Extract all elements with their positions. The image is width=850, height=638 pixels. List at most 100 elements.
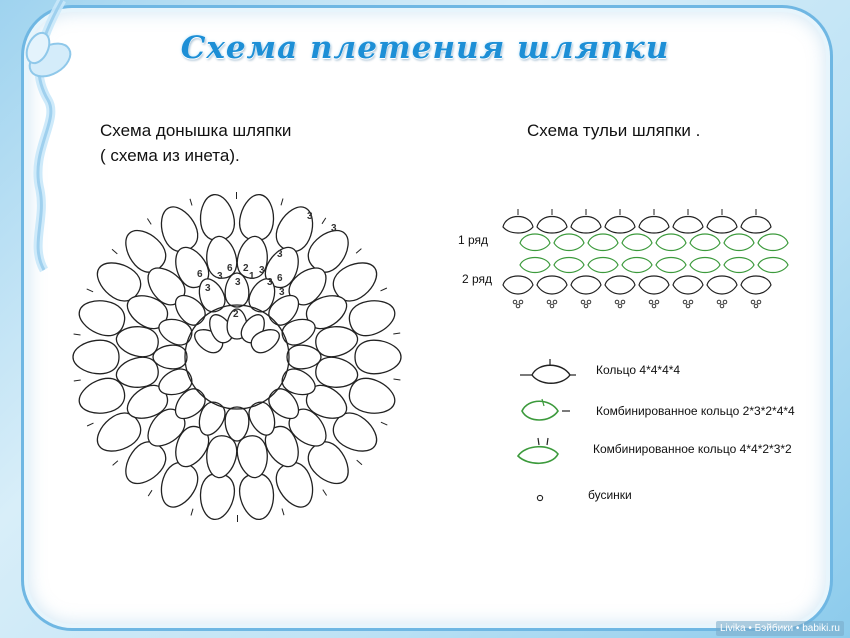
crown-scheme-caption: Схема донышка шляпки ( схема из инета).	[100, 118, 291, 168]
doily-inner-ring	[174, 294, 206, 326]
band-top-ring	[570, 215, 602, 234]
doily-rings	[72, 192, 402, 522]
legend-label-combined-ring-1: Комбинированное кольцо 2*3*2*4*4	[596, 404, 795, 418]
band-green-ring-upper	[519, 233, 551, 252]
doily-outer-ring	[348, 377, 396, 414]
band-bead	[654, 299, 660, 305]
doily-outer-ring	[307, 230, 349, 273]
doily-outer-ring	[96, 412, 142, 452]
doily-picot	[73, 333, 81, 336]
band-bead	[756, 299, 762, 305]
row-2-label: 2 ряд	[462, 272, 493, 286]
doily-number-label: 1	[249, 271, 255, 282]
band-green-rings	[519, 233, 789, 274]
doily-middle-ring	[305, 295, 348, 330]
doily-middle-ring	[236, 235, 268, 279]
combined-ring-green-icon	[521, 398, 570, 421]
band-bead	[549, 303, 555, 309]
doily-number-label: 6	[197, 269, 203, 280]
legend-label-ring: Кольцо 4*4*4*4	[596, 363, 681, 377]
band-bottom-ring	[638, 275, 670, 295]
doily-outer-ring	[78, 377, 126, 414]
band-top-ring	[638, 215, 670, 234]
doily-outer-ring	[96, 262, 142, 302]
doily-number-label: 6	[277, 273, 283, 284]
doily-picot	[146, 218, 152, 225]
band-bottom-ring	[604, 275, 636, 295]
doily-picot	[380, 287, 388, 292]
doily-inner-ring	[198, 278, 226, 313]
band-green-ring-upper	[757, 233, 789, 252]
doily-number-label: 2	[243, 263, 249, 274]
doily-inner-ring	[281, 368, 316, 396]
band-top-ring	[706, 215, 738, 234]
doily-edge-label: 3	[307, 211, 313, 222]
doily-number-label: 3	[235, 277, 241, 288]
doily-number-label: 3	[259, 265, 265, 276]
legend-label-bead: бусинки	[588, 488, 632, 502]
doily-picot	[322, 489, 328, 496]
doily-number-label: 3	[217, 271, 223, 282]
doily-middle-ring	[206, 435, 238, 479]
doily-picot	[321, 217, 327, 225]
doily-inner-ring	[224, 272, 250, 308]
doily-outer-ring	[307, 441, 349, 484]
band-bead	[682, 299, 688, 305]
doily-middle-ring	[147, 267, 186, 306]
doily-middle-ring	[288, 408, 327, 447]
band-bead	[583, 303, 589, 309]
band-green-ring-upper	[689, 233, 721, 252]
band-bead	[580, 299, 586, 305]
doily-picot	[190, 508, 194, 516]
doily-outer-ring	[199, 473, 236, 520]
doily-picot	[280, 198, 284, 206]
doily-inner-ring	[248, 401, 276, 436]
doily-picot	[86, 288, 94, 293]
band-green-ring-lower	[587, 256, 619, 274]
doily-outer-ring	[78, 300, 126, 337]
band-bottom-rings	[502, 275, 772, 309]
doily-edge-label: 3	[277, 249, 283, 260]
band-green-ring-lower	[519, 256, 551, 274]
crown-caption-line2: ( схема из инета).	[100, 146, 240, 165]
band-bottom-ring	[706, 275, 738, 295]
doily-middle-ring	[126, 295, 169, 330]
doily-outer-ring	[199, 194, 236, 241]
doily-inner-ring	[174, 388, 206, 420]
doily-center-ring	[250, 329, 280, 354]
band-green-ring-lower	[723, 256, 755, 274]
band-bead	[685, 303, 691, 309]
doily-outer-ring	[238, 194, 275, 241]
band-top-ring	[536, 215, 568, 234]
band-bead	[518, 299, 524, 305]
doily-inner-ring	[152, 344, 188, 370]
doily-outer-ring	[275, 461, 314, 508]
doily-picot	[189, 198, 193, 206]
band-bead	[546, 299, 552, 305]
doily-inner-ring	[286, 344, 322, 370]
doily-picot	[73, 379, 81, 382]
band-scheme-caption: Схема тульи шляпки .	[527, 121, 701, 140]
doily-picot	[112, 460, 119, 466]
page-title: Схема плетения шляпки	[180, 30, 670, 66]
band-bottom-ring	[672, 275, 704, 295]
doily-outer-ring	[238, 473, 275, 520]
band-bottom-ring	[570, 275, 602, 295]
band-green-ring-upper	[553, 233, 585, 252]
legend-label-combined-ring-2: Комбинированное кольцо 4*4*2*3*2	[593, 442, 792, 456]
band-bottom-ring	[502, 275, 534, 295]
doily-middle-ring	[126, 384, 169, 419]
band-top-ring	[502, 215, 534, 234]
doily-inner-ring	[268, 294, 300, 326]
doily-outer-ring	[125, 441, 167, 484]
band-bottom-ring	[740, 275, 772, 295]
doily-inner-ring	[198, 401, 226, 436]
band-bead	[688, 299, 694, 305]
doily-inner-ring	[158, 368, 193, 396]
band-bead	[614, 299, 620, 305]
doily-number-label: 3	[267, 277, 273, 288]
band-green-ring-upper	[621, 233, 653, 252]
doily-outer-ring	[160, 206, 199, 253]
ribbon-decoration	[25, 0, 72, 273]
